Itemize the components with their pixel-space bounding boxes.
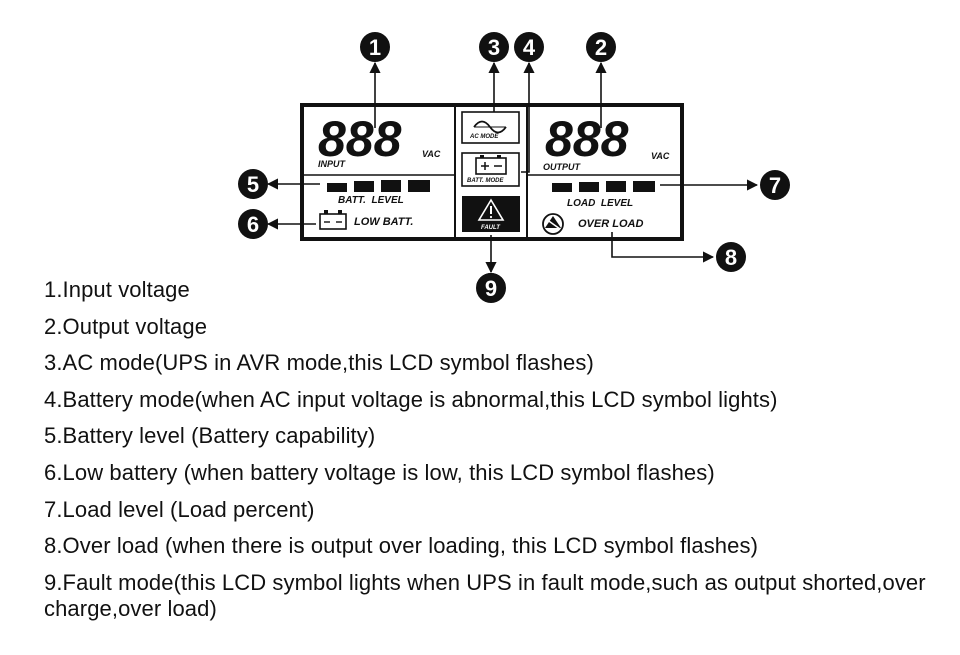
legend-list: 1.Input voltage 2.Output voltage 3.AC mo… [44, 272, 944, 622]
callout-6: 6 [238, 209, 268, 239]
legend-item-2: 2.Output voltage [44, 313, 208, 339]
legend-item-3: 3.AC mode(UPS in AVR mode,this LCD symbo… [44, 350, 594, 376]
callout-1: 1 [360, 32, 390, 62]
callout-4: 4 [514, 32, 544, 62]
over-load-label: OVER LOAD [578, 218, 643, 230]
svg-text:4: 4 [523, 35, 536, 60]
svg-text:1: 1 [369, 35, 381, 60]
svg-text:2: 2 [595, 35, 607, 60]
input-label: INPUT [318, 159, 347, 169]
battery-icon [319, 210, 347, 230]
battery-level-bars [327, 180, 430, 192]
svg-text:8: 8 [725, 245, 737, 270]
input-unit: VAC [422, 149, 441, 159]
svg-text:9: 9 [485, 276, 497, 301]
callout-5: 5 [238, 169, 268, 199]
lcd-diagram: 888 VAC INPUT BATT. LEVEL LOW BATT. AC M… [238, 32, 790, 285]
callout-3: 3 [479, 32, 509, 62]
callout-7: 7 [760, 170, 790, 200]
battery-icon [475, 155, 507, 175]
load-level-label: LOAD LEVEL [567, 198, 633, 209]
svg-text:5: 5 [247, 172, 259, 197]
overload-icon [542, 213, 564, 235]
svg-text:6: 6 [247, 212, 259, 237]
batt-level-label: BATT. LEVEL [338, 195, 404, 206]
callout-9-label: 9 [476, 273, 506, 303]
callout-8: 8 [716, 242, 746, 272]
legend-item-9: 9.Fault mode(this LCD symbol lights when… [44, 569, 926, 621]
legend-item-6: 6.Low battery (when battery voltage is l… [44, 459, 715, 485]
output-digits: 888 [545, 111, 629, 167]
output-unit: VAC [651, 151, 670, 161]
legend-item-5: 5.Battery level (Battery capability) [44, 423, 376, 449]
input-digits: 888 [318, 111, 402, 167]
ac-mode-label: AC MODE [469, 134, 499, 140]
legend-item-4: 4.Battery mode(when AC input voltage is … [44, 386, 778, 412]
legend-item-1: 1.Input voltage [44, 277, 190, 302]
fault-label: FAULT [481, 225, 501, 231]
warning-triangle-icon [477, 198, 505, 221]
legend-item-7: 7.Load level (Load percent) [44, 496, 315, 522]
low-batt-label: LOW BATT. [354, 216, 413, 228]
callout-2: 2 [586, 32, 616, 62]
batt-mode-label: BATT. MODE [467, 178, 504, 184]
svg-text:3: 3 [488, 35, 500, 60]
legend-item-8: 8.Over load (when there is output over l… [44, 533, 758, 559]
svg-text:7: 7 [769, 173, 781, 198]
output-label: OUTPUT [543, 162, 582, 172]
load-level-bars [552, 181, 655, 192]
